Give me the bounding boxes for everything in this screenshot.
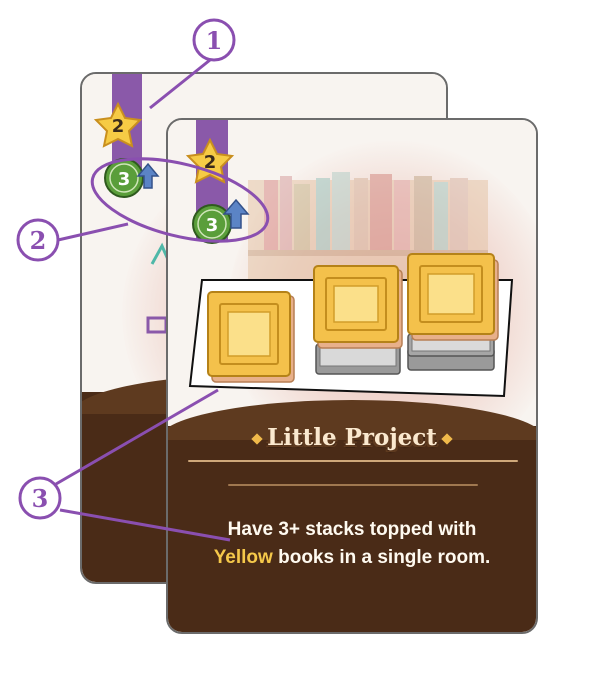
description-line-1: Have 3+ stacks topped with <box>227 519 477 540</box>
callout-2-label: 2 <box>30 226 47 255</box>
callout-1-circle <box>192 18 236 62</box>
description-line-2: Yellow books in a single room. <box>213 547 491 568</box>
back-badge-value: 3 <box>118 169 131 190</box>
book-stack-icon <box>313 265 403 375</box>
front-card: 2 3 <box>166 118 538 634</box>
book-stack-icon <box>407 253 499 371</box>
title-ornament-right-icon <box>441 433 453 445</box>
color-highlight: Yellow <box>213 547 273 568</box>
front-star-value: 2 <box>204 152 217 173</box>
card-title: Little Project <box>168 424 536 451</box>
title-ornament-left-icon <box>251 433 263 445</box>
back-star-value: 2 <box>112 116 125 137</box>
card-title-text: Little Project <box>267 424 437 451</box>
callout-3-label: 3 <box>32 484 49 513</box>
book-stack-icon <box>207 291 295 383</box>
front-badge-value: 3 <box>206 215 219 236</box>
callout-2-circle <box>16 218 60 262</box>
front-card-art: 2 3 <box>185 137 514 398</box>
star-icon <box>93 101 143 148</box>
card-description: Have 3+ stacks topped with Yellow books … <box>168 516 536 572</box>
callout-3-circle <box>18 476 62 520</box>
callout-1-label: 1 <box>206 26 223 55</box>
